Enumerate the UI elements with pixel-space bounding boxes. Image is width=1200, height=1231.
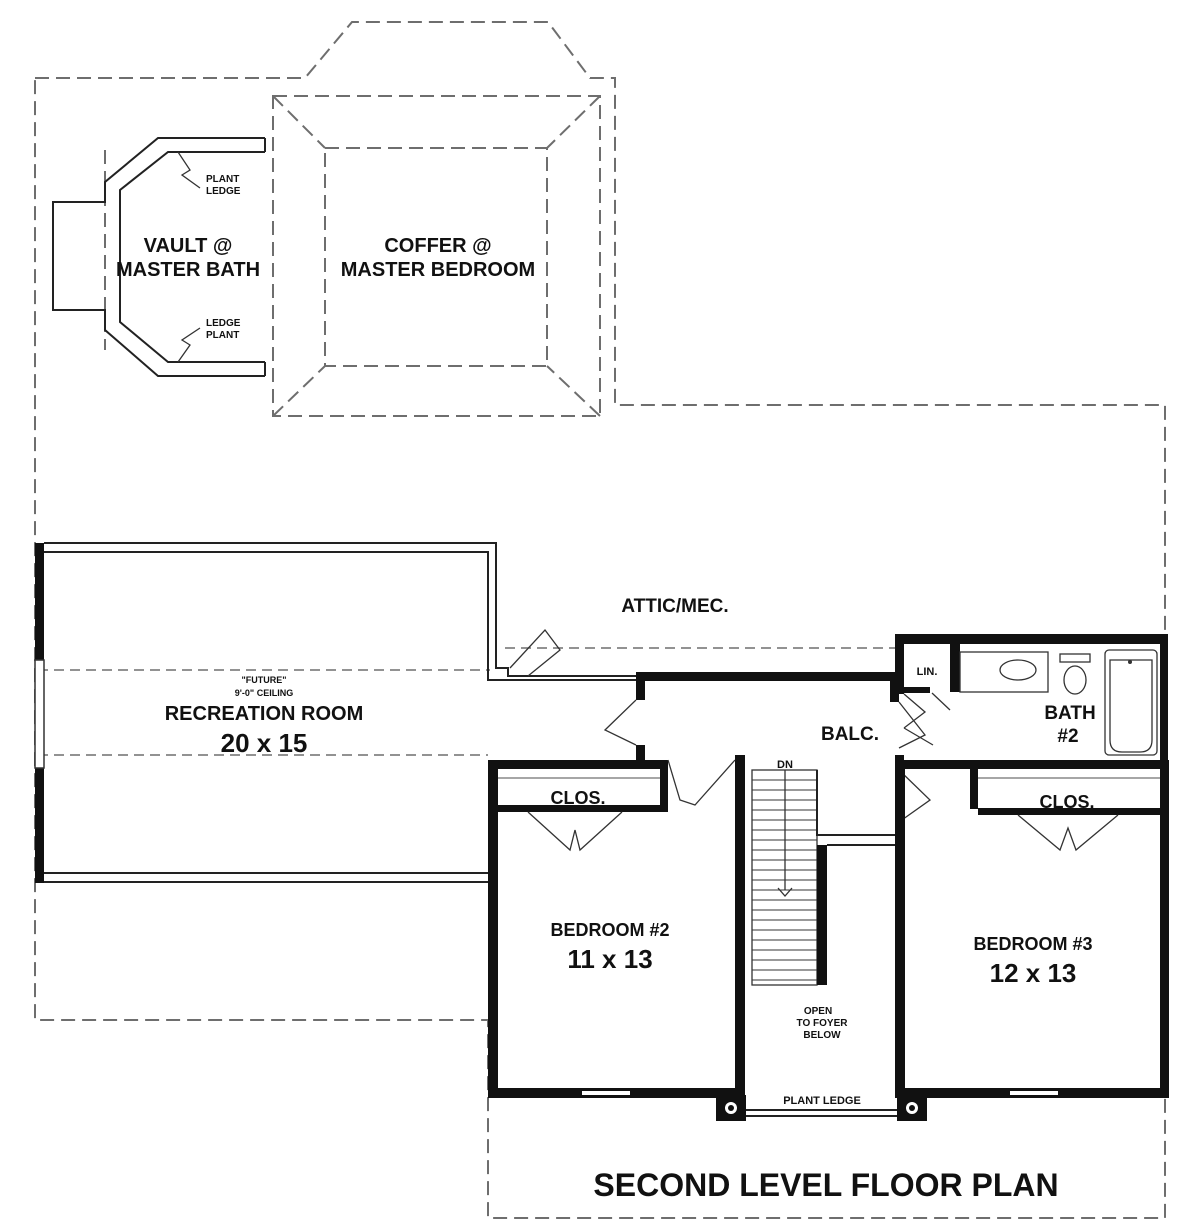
plant-ledge-top-line1: PLANT [206, 174, 239, 185]
plant-ledge-bottom-line1: LEDGE [206, 318, 241, 329]
plant-ledge-bottom-line2: PLANT [206, 330, 239, 341]
recreation-room-size: 20 x 15 [221, 728, 308, 758]
bedroom-2-size: 11 x 13 [567, 944, 652, 974]
bedroom-3-walls [895, 760, 1169, 1098]
dashed-outlines [34, 21, 1166, 1219]
plant-ledge-front-label: PLANT LEDGE [783, 1095, 861, 1107]
bedroom-3-size: 12 x 13 [990, 958, 1077, 988]
bath-2-label-line1: BATH [1044, 703, 1095, 724]
front-ledge [716, 1095, 927, 1121]
bath-2-label-line2: #2 [1057, 726, 1078, 747]
attic-label: ATTIC/MEC. [621, 596, 728, 617]
open-to-foyer-line1: OPEN [804, 1006, 832, 1017]
coffer-label-line2: MASTER BEDROOM [341, 259, 535, 281]
balcony-label: BALC. [821, 724, 879, 745]
bedroom-2-name: BEDROOM #2 [550, 920, 669, 940]
linen-label: LIN. [917, 666, 938, 678]
stair-down-label: DN [777, 759, 793, 771]
coffer-label-line1: COFFER @ [384, 235, 491, 257]
bedroom-2-walls [488, 755, 745, 1098]
stair [751, 769, 895, 986]
open-to-foyer-line2: TO FOYER [797, 1018, 849, 1029]
recreation-note-ceiling: 9'-0" CEILING [235, 688, 293, 698]
labels: VAULT @ MASTER BATH PLANT LEDGE LEDGE PL… [116, 174, 1096, 1203]
vault-bay-outline [52, 137, 266, 377]
open-to-foyer-line3: BELOW [803, 1030, 841, 1041]
closet-left-label: CLOS. [550, 788, 605, 808]
vault-label-line1: VAULT @ [144, 235, 233, 257]
recreation-room-name: RECREATION ROOM [165, 703, 364, 725]
vault-label-line2: MASTER BATH [116, 259, 260, 281]
plant-ledge-top-line2: LEDGE [206, 186, 241, 197]
recreation-note-future: "FUTURE" [241, 675, 286, 685]
bedroom-3-name: BEDROOM #3 [973, 934, 1092, 954]
closet-right-label: CLOS. [1039, 792, 1094, 812]
bath-2-walls [895, 634, 1168, 775]
plan-title: SECOND LEVEL FLOOR PLAN [593, 1167, 1058, 1203]
balcony-walls [603, 672, 932, 823]
recreation-room-walls [34, 542, 636, 883]
